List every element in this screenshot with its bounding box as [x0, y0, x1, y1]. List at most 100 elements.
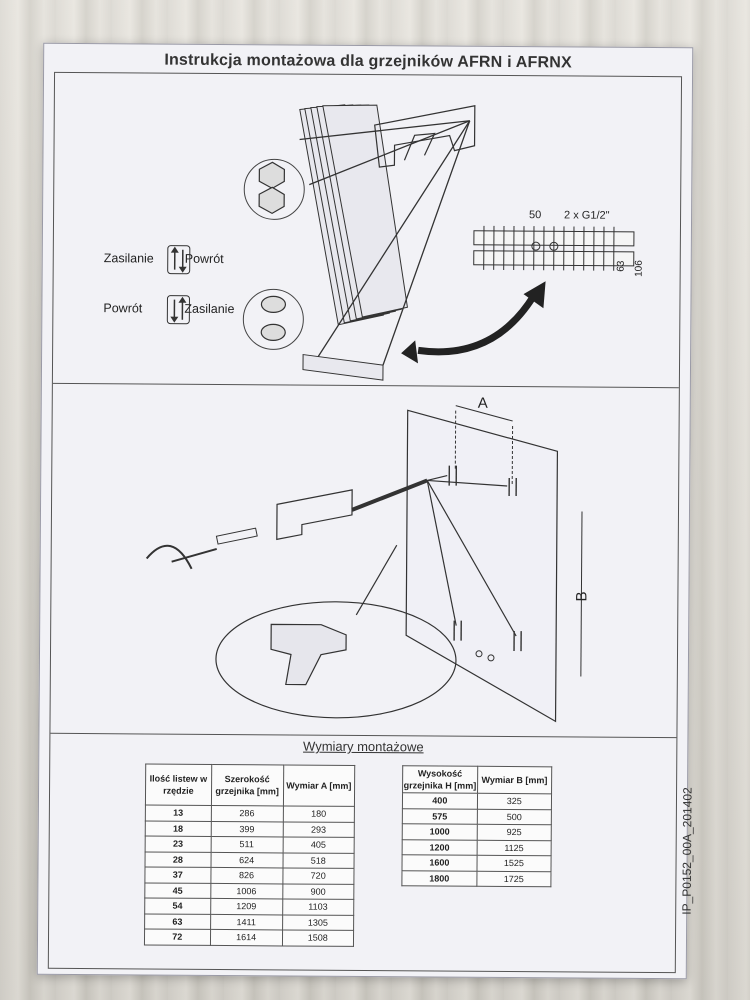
table-height-dimensions: Wysokość grzejnika H [mm] Wymiar B [mm] … — [401, 765, 552, 887]
table-cell: 28 — [145, 851, 211, 868]
plug-nut-icon — [258, 161, 285, 190]
table-cell: 1200 — [402, 839, 477, 856]
flow-arrows-icon — [166, 245, 191, 325]
table-cell: 511 — [210, 836, 283, 853]
t1-header-slats: Ilość listew w rzędzie — [145, 763, 212, 806]
table-cell: 45 — [144, 882, 211, 899]
plug-nut-icon — [258, 186, 285, 215]
row2-left-label: Powrót — [103, 301, 143, 316]
radiator-illustration: 50 2 x G1/2" 63 106 — [242, 104, 645, 381]
table-cell: 720 — [282, 867, 355, 884]
drill-position-arrows — [426, 474, 517, 637]
dimension-a-label: A — [478, 395, 488, 412]
radiator-connection-section: 50 2 x G1/2" 63 106 Zasilanie Powrót Pow… — [52, 72, 682, 389]
dimension-b-line — [580, 511, 583, 677]
drill-hole-marks — [448, 465, 522, 652]
hole-icon — [475, 650, 483, 658]
top-plug-callout-circle — [243, 158, 305, 220]
table-cell: 925 — [476, 824, 552, 841]
table-cell: 325 — [477, 793, 552, 810]
table-cell: 1525 — [476, 855, 552, 872]
comb-teeth — [483, 225, 615, 271]
table-cell: 180 — [282, 805, 355, 822]
t2-header-dim-b: Wymiar B [mm] — [477, 766, 552, 794]
table-cell: 399 — [210, 820, 283, 837]
plug-cap-icon — [260, 323, 286, 341]
mounting-bracket-icon — [276, 489, 353, 541]
table-cell: 1103 — [282, 898, 354, 915]
instruction-sheet: Instrukcja montażowa dla grzejników AFRN… — [36, 42, 694, 980]
document-frame: Instrukcja montażowa dla grzejników AFRN… — [47, 52, 694, 974]
radiator-fins-group — [299, 104, 408, 326]
dimension-spacing: 50 — [529, 209, 541, 221]
top-bracket-outline — [374, 105, 476, 168]
wall-dowel-icon — [215, 527, 258, 545]
table-cell: 1600 — [401, 854, 477, 871]
table-cell: 624 — [210, 851, 283, 868]
table-cell: 54 — [144, 897, 211, 914]
table-cell: 1006 — [210, 882, 283, 899]
plug-icons — [258, 161, 287, 341]
table-cell: 13 — [145, 804, 212, 821]
bottom-plug-callout-circle — [242, 288, 304, 350]
table-cell: 575 — [402, 808, 478, 825]
table-cell: 23 — [145, 835, 211, 852]
thread-hole-icon — [549, 241, 559, 251]
dimension-thread: 2 x G1/2" — [564, 209, 610, 221]
radiator-fin — [322, 104, 408, 318]
table-cell: 518 — [282, 852, 355, 869]
mounting-illustration: A B — [145, 395, 590, 723]
row1-left-label: Zasilanie — [103, 251, 154, 266]
curved-arrow-shaft — [417, 294, 537, 356]
table-cell: 1125 — [476, 839, 552, 856]
t1-header-dim-a: Wymiar A [mm] — [282, 764, 355, 807]
table-cell: 1000 — [402, 823, 478, 840]
tables-title: Wymiary montażowe — [303, 738, 424, 755]
curved-arrow-head — [523, 281, 546, 309]
table-cell: 1209 — [210, 898, 283, 915]
table-cell: 1411 — [210, 913, 283, 930]
drill-bit-icon — [351, 478, 428, 512]
drill-callout-ellipse — [215, 601, 457, 719]
bottom-plate — [302, 353, 384, 381]
table-cell: 900 — [282, 883, 354, 900]
curved-arrow-tail — [401, 340, 419, 364]
hole-icon — [487, 654, 495, 662]
table-slats-dimensions: Ilość listew w rzędzie Szerokość grzejni… — [144, 763, 355, 946]
t2-header-height: Wysokość grzejnika H [mm] — [402, 765, 478, 794]
rotate-arrow-icon — [145, 544, 193, 570]
table-cell: 63 — [144, 913, 211, 930]
t1-header-width: Szerokość grzejnika [mm] — [211, 764, 284, 806]
table-cell: 1800 — [401, 870, 477, 887]
table-cell: 1725 — [476, 870, 551, 887]
dimension-height-large: 106 — [634, 260, 645, 277]
table-cell: 1508 — [282, 929, 354, 946]
thread-hole-icon — [531, 241, 541, 251]
mounting-dimensions-section: Wymiary montażowe Ilość listew w rzędzie… — [49, 733, 677, 972]
table-cell: 18 — [145, 820, 211, 837]
table-cell: 400 — [402, 792, 478, 809]
table-cell: 1305 — [282, 914, 354, 931]
dimension-height-small: 63 — [616, 260, 627, 272]
table-cell: 37 — [144, 866, 211, 883]
drill-callout-pointer — [355, 544, 398, 616]
dimension-a-line — [455, 405, 513, 422]
table-cell: 500 — [477, 808, 552, 825]
wall-panel — [405, 409, 559, 723]
table-cell: 1614 — [210, 929, 283, 946]
